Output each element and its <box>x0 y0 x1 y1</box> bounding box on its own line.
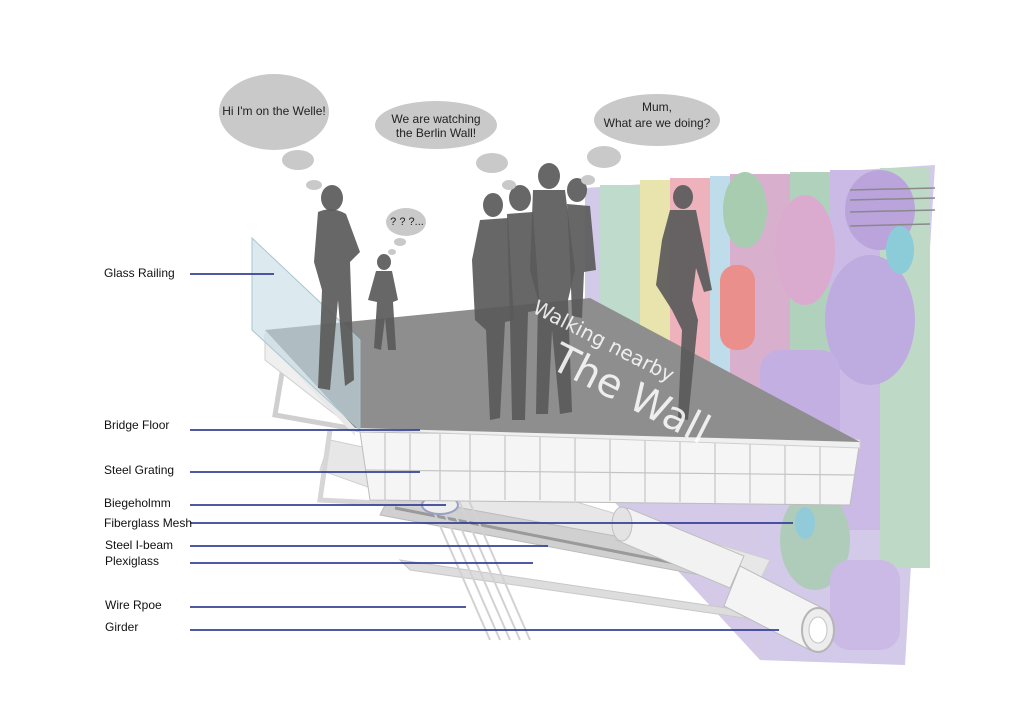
label-biegeholmm: Biegeholmm <box>104 496 171 510</box>
label-plexiglass: Plexiglass <box>105 554 160 568</box>
thought-bubbles <box>219 74 720 255</box>
people-silhouettes <box>314 163 712 420</box>
leader-lines <box>190 273 793 631</box>
label-steel-ibeam: Steel I-beam <box>105 538 174 552</box>
label-steel-grating: Steel Grating <box>104 463 175 477</box>
bubble-watching-line1: We are watching <box>391 112 481 126</box>
girder-pipe <box>723 565 835 653</box>
person-child <box>368 254 398 350</box>
bubble-watching-line2: the Berlin Wall! <box>395 126 477 140</box>
label-glass-railing: Glass Railing <box>104 266 175 280</box>
bubble-mum-line1: Mum, <box>642 100 672 114</box>
person-woman-walking <box>656 185 712 420</box>
person-man-phone <box>314 185 360 390</box>
label-bridge-floor: Bridge Floor <box>104 418 170 432</box>
person-group <box>472 163 596 420</box>
label-wire-rope: Wire Rpoe <box>105 598 162 612</box>
bubble-child-text: ? ? ?... <box>390 216 424 228</box>
bubble-mum-line2: What are we doing? <box>603 116 711 130</box>
label-girder: Girder <box>105 620 139 634</box>
bubble-welle-text: Hi I'm on the Welle! <box>222 104 326 118</box>
label-fiberglass-mesh: Fiberglass Mesh <box>104 516 193 530</box>
